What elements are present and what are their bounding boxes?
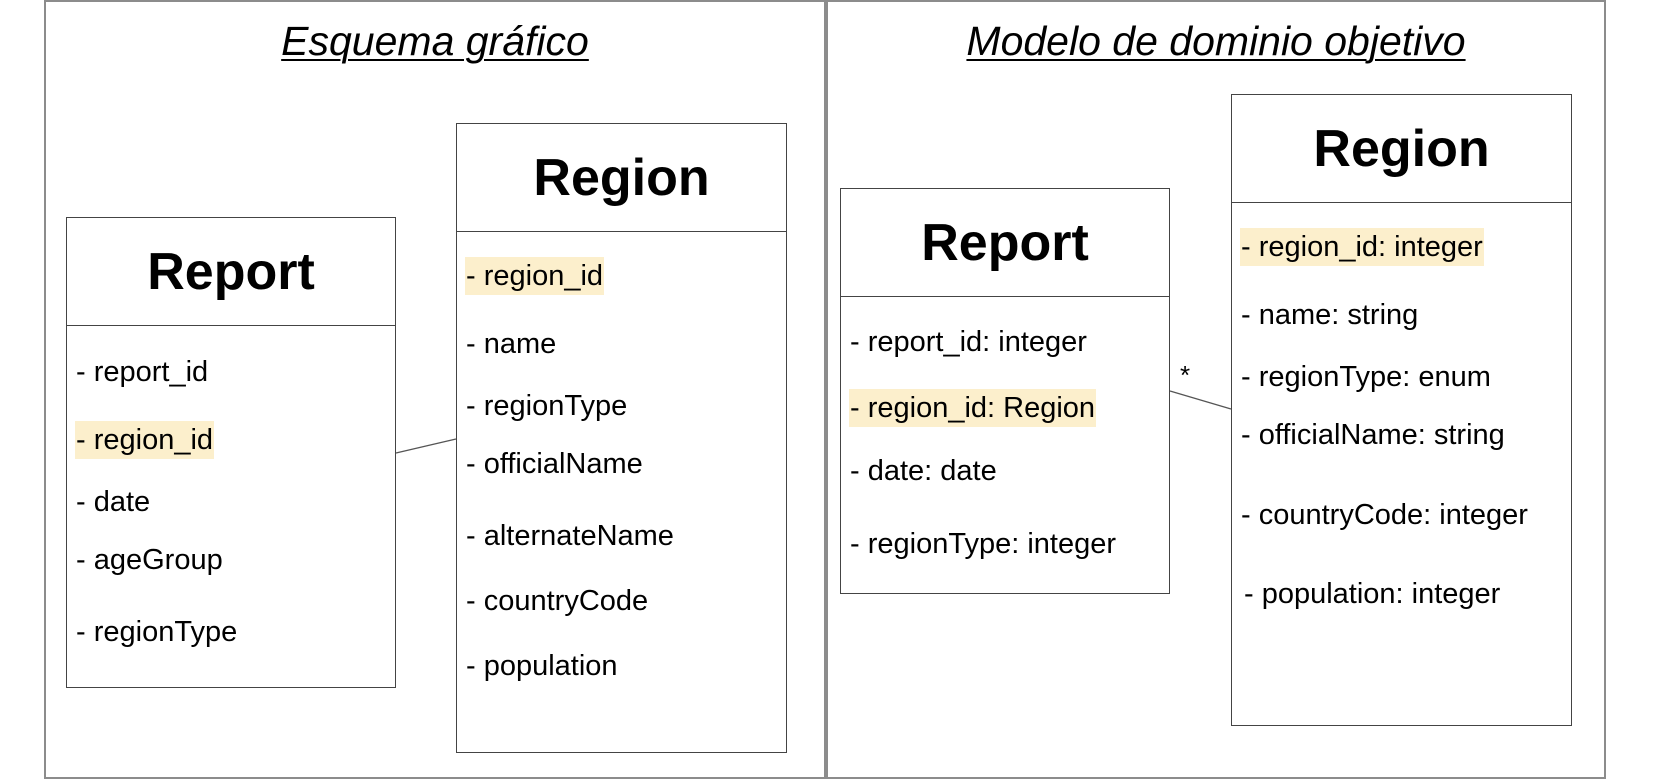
attribute-official-name: - officialName xyxy=(466,448,643,480)
attribute-country-code: - countryCode: integer xyxy=(1241,499,1528,531)
attribute-population: - population: integer xyxy=(1244,578,1501,610)
panel-title: Modelo de dominio objetivo xyxy=(966,18,1466,64)
attribute-region-type: - regionType xyxy=(76,616,238,648)
attribute-name: - name xyxy=(466,328,557,360)
attribute-population: - population xyxy=(466,650,618,682)
class-header: Report xyxy=(67,218,395,326)
class-header: Report xyxy=(841,189,1169,297)
target-domain-model-panel: Modelo de dominio objetivo xyxy=(826,0,1606,779)
panel-title: Esquema gráfico xyxy=(281,18,589,64)
attribute-country-code: - countryCode xyxy=(466,585,649,617)
region-class: Region - region_id: integer - name: stri… xyxy=(1231,94,1572,726)
attribute-date: - date: date xyxy=(850,455,997,487)
attribute-report-id: - report_id xyxy=(76,356,209,388)
attribute-official-name: - officialName: string xyxy=(1241,419,1505,451)
attribute-date: - date xyxy=(76,486,151,518)
class-header: Region xyxy=(1232,95,1571,203)
region-class: Region - region_id - name - regionType -… xyxy=(456,123,787,753)
attribute-region-id: - region_id: Region xyxy=(849,389,1097,427)
attribute-region-type: - regionType xyxy=(466,390,628,422)
class-name: Report xyxy=(921,213,1089,272)
attribute-region-id: - region_id xyxy=(75,421,215,459)
attribute-name: - name: string xyxy=(1241,299,1419,331)
class-name: Report xyxy=(147,242,315,301)
association-multiplicity: * xyxy=(1180,360,1191,390)
attribute-region-type: - regionType: enum xyxy=(1241,361,1491,393)
attribute-region-type: - regionType: integer xyxy=(850,528,1116,560)
report-class: Report - report_id: integer - region_id:… xyxy=(840,188,1170,594)
class-name: Region xyxy=(1313,119,1490,178)
class-header: Region xyxy=(457,124,786,232)
attribute-region-id: - region_id: integer xyxy=(1240,228,1484,266)
report-class: Report - report_id - region_id - date - … xyxy=(66,217,396,688)
attribute-report-id: - report_id: integer xyxy=(850,326,1087,358)
graphic-schema-panel: Esquema gráfico xyxy=(44,0,826,779)
class-name: Region xyxy=(533,148,710,207)
attribute-region-id: - region_id xyxy=(465,257,605,295)
attribute-age-group: - ageGroup xyxy=(76,544,223,576)
attribute-alternate-name: - alternateName xyxy=(466,520,674,552)
